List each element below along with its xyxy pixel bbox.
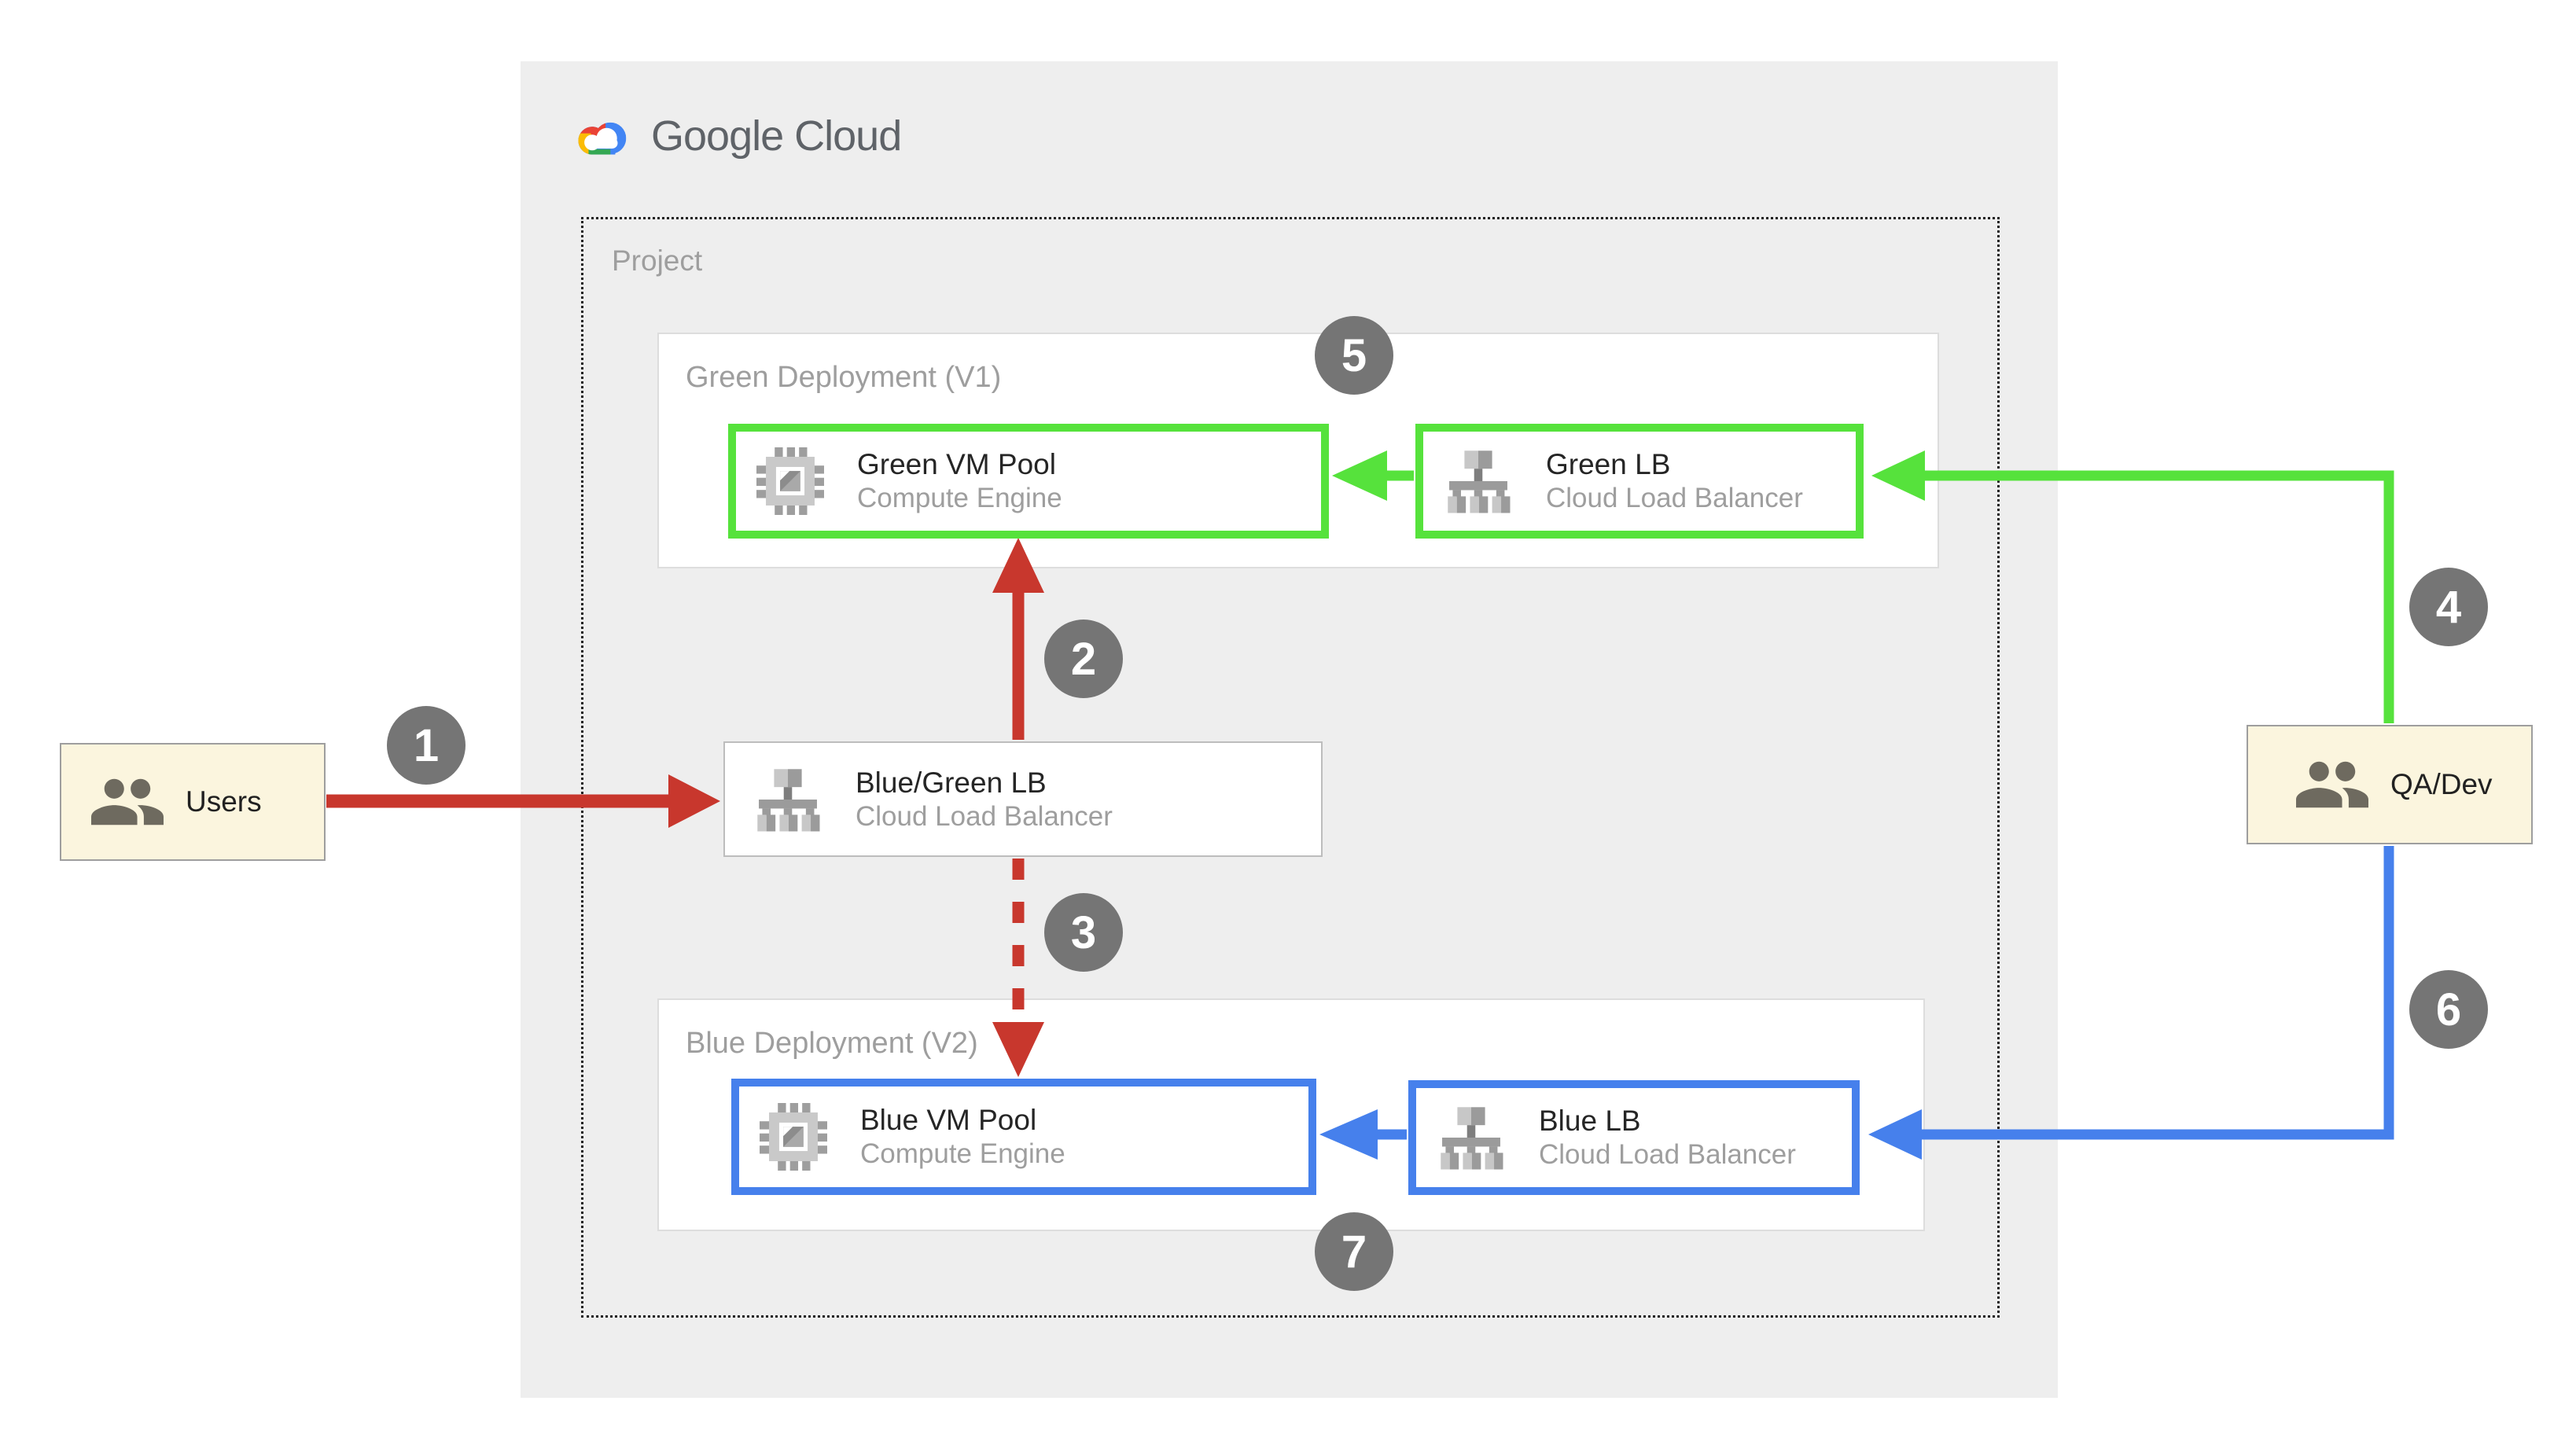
- google-cloud-logo-text: Google Cloud: [651, 112, 902, 160]
- green-lb-subtitle: Cloud Load Balancer: [1546, 483, 1803, 514]
- step-badge-4: 4: [2409, 568, 2488, 646]
- green-deployment-label: Green Deployment (V1): [686, 361, 1002, 394]
- load-balancer-icon: [1448, 450, 1511, 513]
- google-cloud-icon: [578, 122, 627, 155]
- blue-vm-pool-subtitle: Compute Engine: [860, 1138, 1065, 1170]
- blue-lb-box: Blue LB Cloud Load Balancer: [1408, 1080, 1860, 1195]
- bluegreen-lb-subtitle: Cloud Load Balancer: [856, 800, 1113, 832]
- load-balancer-icon: [757, 768, 820, 831]
- compute-engine-icon: [760, 1103, 827, 1171]
- green-lb-title: Green LB: [1546, 448, 1671, 481]
- bluegreen-lb-title: Blue/Green LB: [856, 766, 1047, 799]
- qa-dev-label: QA/Dev: [2390, 768, 2493, 800]
- step-badge-2: 2: [1044, 620, 1123, 698]
- compute-engine-icon: [756, 447, 824, 515]
- blue-lb-subtitle: Cloud Load Balancer: [1539, 1139, 1796, 1171]
- step-badge-7: 7: [1315, 1212, 1393, 1291]
- green-vm-pool-box: Green VM Pool Compute Engine: [728, 424, 1329, 539]
- step-badge-3: 3: [1044, 893, 1123, 972]
- users-label: Users: [186, 785, 262, 818]
- step-badge-5: 5: [1315, 316, 1393, 395]
- project-boundary: Project: [581, 217, 2000, 1318]
- blue-vm-pool-box: Blue VM Pool Compute Engine: [731, 1079, 1316, 1195]
- green-vm-pool-subtitle: Compute Engine: [857, 483, 1062, 514]
- project-label: Project: [612, 245, 703, 277]
- step-badge-6: 6: [2409, 970, 2488, 1049]
- qa-dev-box: QA/Dev: [2247, 725, 2533, 844]
- users-icon: [2296, 761, 2368, 808]
- load-balancer-icon: [1441, 1107, 1503, 1170]
- users-box: Users: [60, 743, 326, 861]
- blue-lb-title: Blue LB: [1539, 1105, 1641, 1138]
- green-vm-pool-title: Green VM Pool: [857, 448, 1056, 481]
- step-badge-1: 1: [387, 706, 466, 785]
- google-cloud-logo: Google Cloud: [574, 112, 902, 160]
- blue-deployment-label: Blue Deployment (V2): [686, 1027, 978, 1060]
- green-lb-box: Green LB Cloud Load Balancer: [1415, 424, 1864, 539]
- users-icon: [91, 778, 164, 825]
- bluegreen-lb-box: Blue/Green LB Cloud Load Balancer: [723, 741, 1323, 857]
- blue-vm-pool-title: Blue VM Pool: [860, 1104, 1037, 1137]
